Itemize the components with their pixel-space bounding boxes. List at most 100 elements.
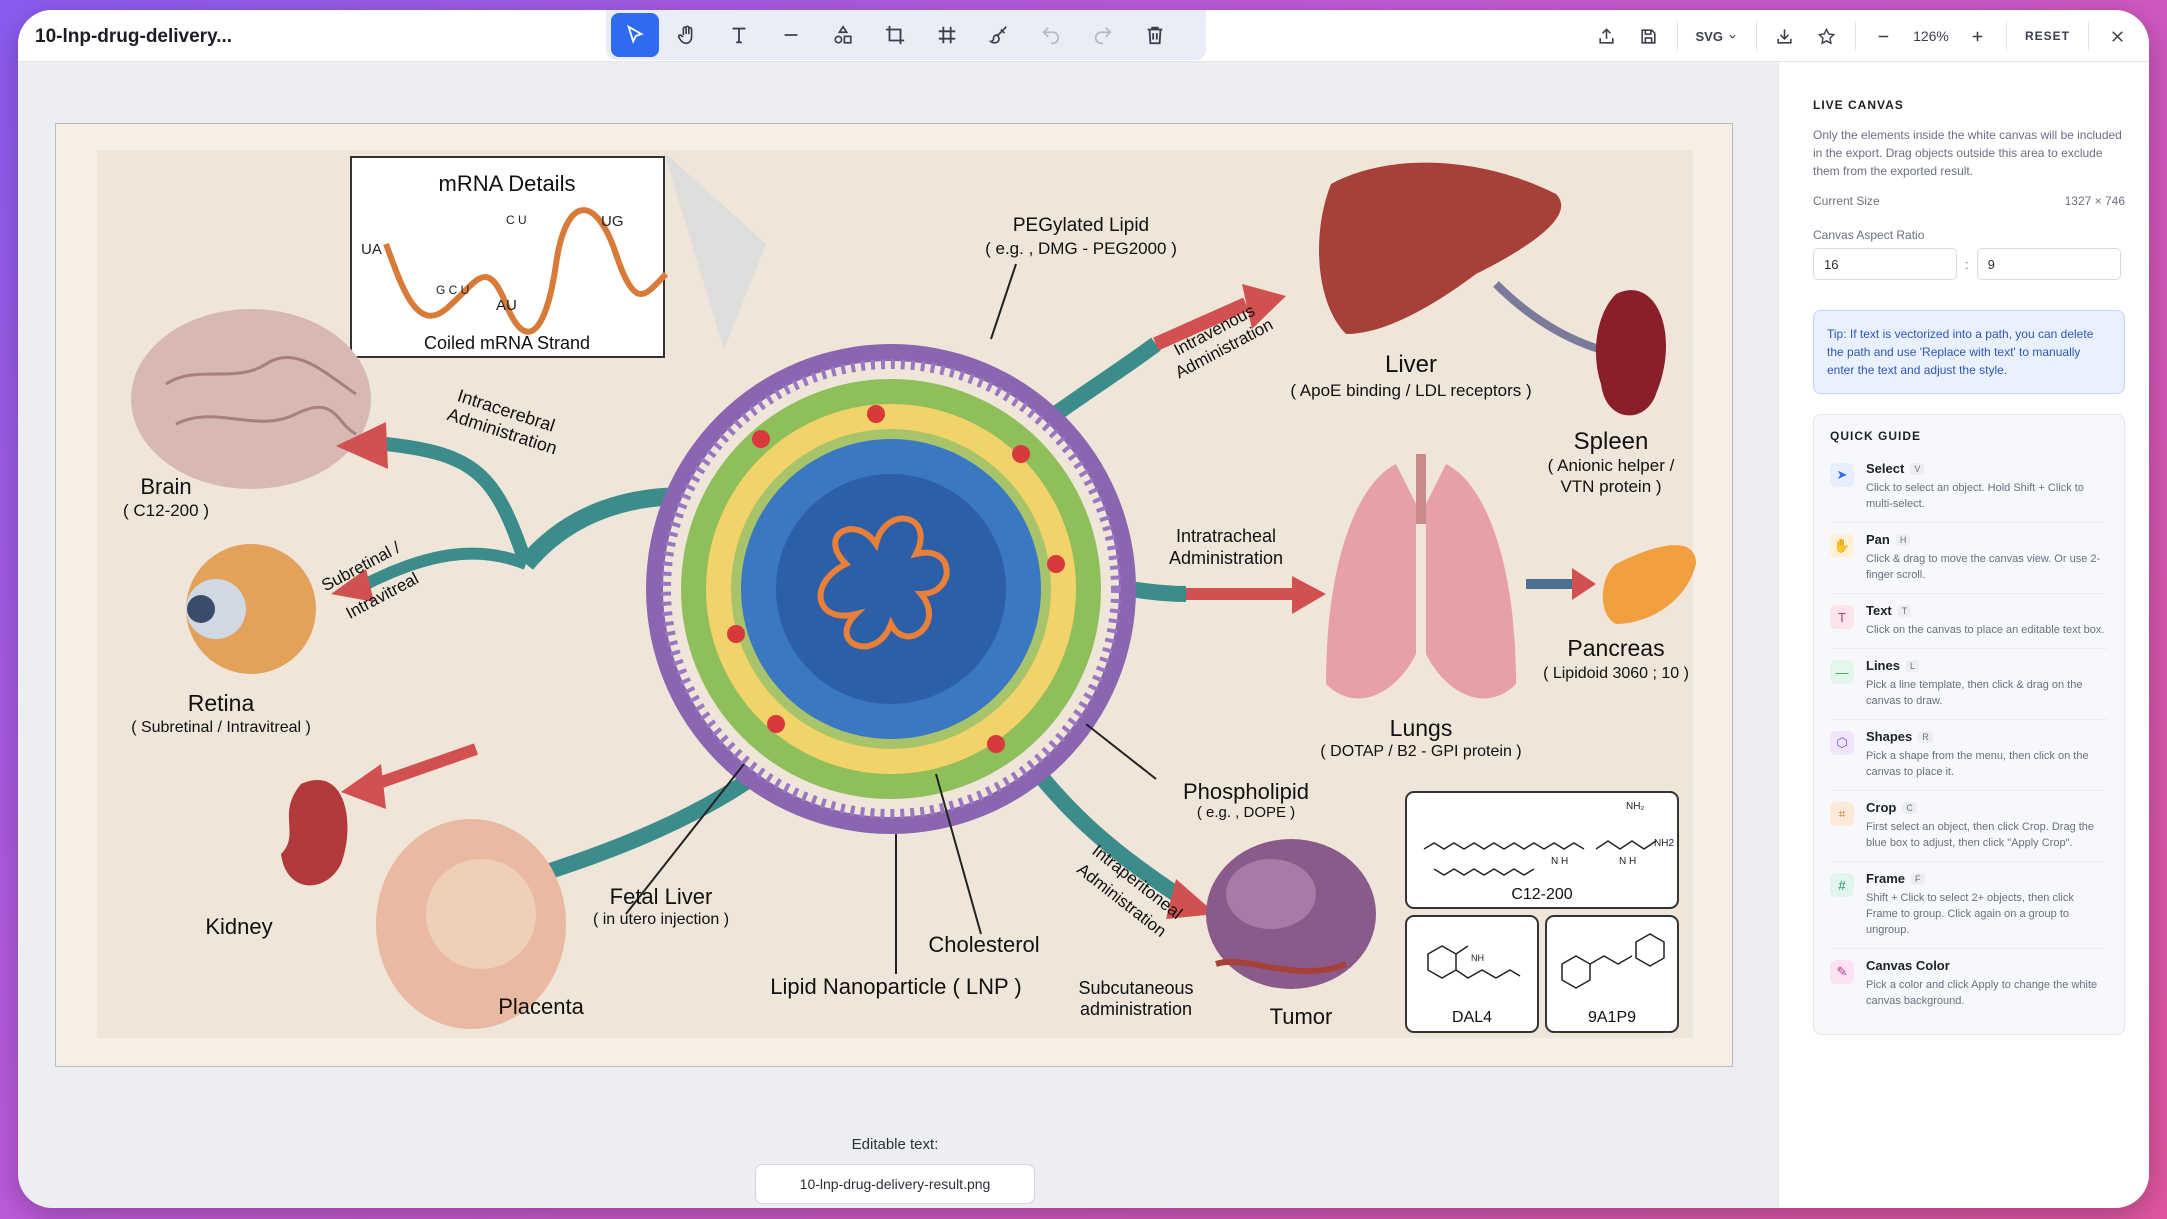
svg-text:PEGylated Lipid: PEGylated Lipid [1013,215,1149,236]
svg-text:DAL4: DAL4 [1452,1009,1492,1026]
divider [1755,21,1757,51]
close-button[interactable] [2099,18,2135,54]
guide-title: Pan [1866,532,1890,547]
text-tool-button[interactable] [715,13,763,57]
fetal-liver-label[interactable]: Fetal Liver ( in utero injection ) [593,763,745,928]
current-size-value: 1327 × 746 [2064,194,2125,208]
guide-item-canvas-color: ✎ Canvas Color Pick a color and click Ap… [1830,958,2108,1019]
intratracheal-route[interactable]: Intratracheal Administration [1169,526,1326,614]
redo-button[interactable] [1079,13,1127,57]
svg-text:Subcutaneous: Subcutaneous [1078,978,1193,998]
nucleotide-label: C U [506,213,527,227]
aspect-ratio-width-input[interactable] [1813,248,1957,280]
current-size-label: Current Size [1813,194,1880,208]
shortcut-key: H [1895,533,1911,546]
star-icon [1818,27,1836,44]
panel-description: Only the elements inside the white canva… [1813,128,2122,178]
svg-text:N H: N H [1619,856,1636,867]
guide-title: Select [1866,461,1905,476]
guide-description: Pick a line template, then click & drag … [1866,679,2083,707]
subcutaneous-label[interactable]: Subcutaneous administration [1078,978,1193,1019]
svg-text:NH2: NH2 [1654,838,1674,849]
pancreas-organ[interactable]: Pancreas ( Lipidoid 3060 ; 10 ) [1526,545,1696,682]
guide-description: Click & drag to move the canvas view. Or… [1866,553,2101,581]
peg-label[interactable]: PEGylated Lipid ( e.g. , DMG - PEG2000 ) [985,215,1177,340]
svg-text:( e.g. , DOPE ): ( e.g. , DOPE ) [1197,804,1295,821]
svg-text:( Anionic helper /: ( Anionic helper / [1548,456,1675,475]
hand-icon [677,25,693,45]
frame-icon: # [1830,873,1854,897]
crop-tool-button[interactable] [871,13,919,57]
delete-button[interactable] [1131,13,1179,57]
mrna-cargo [817,515,950,650]
minus-icon [1879,35,1889,37]
undo-button[interactable] [1027,13,1075,57]
filename-field[interactable]: 10-lnp-drug-delivery-result.png [755,1164,1035,1204]
svg-text:Brain: Brain [140,474,191,499]
lnp-drug-delivery-figure[interactable]: mRNA Details UA UG AU C U G C U Coiled m… [56,124,1732,1066]
lnp-label[interactable]: Lipid Nanoparticle ( LNP ) [770,834,1022,999]
download-button[interactable] [1767,18,1803,54]
aspect-ratio-height-input[interactable] [1976,248,2121,280]
mrna-subtitle: Coiled mRNA Strand [424,333,590,353]
svg-text:( Lipidoid 3060 ; 10 ): ( Lipidoid 3060 ; 10 ) [1543,665,1689,682]
share-button[interactable] [1589,18,1625,54]
brain-organ[interactable]: Brain ( C12-200 ) [123,309,371,520]
guide-title: Shapes [1866,729,1913,744]
zoom-out-button[interactable] [1866,18,1902,54]
editable-text-label: Editable text: [851,1136,939,1153]
shortcut-key: L [1905,659,1919,672]
shapes-icon: ⬡ [1830,731,1854,755]
live-canvas-panel: LIVE CANVAS Only the elements inside the… [1778,62,2149,1208]
download-icon [1777,28,1793,44]
svg-text:Administration: Administration [1169,548,1283,568]
canvas-color-tool-button[interactable] [975,13,1023,57]
minus-line-icon [784,34,798,36]
export-format-dropdown[interactable]: SVG [1688,29,1746,44]
svg-text:Placenta: Placenta [498,994,584,1019]
favorite-button[interactable] [1809,18,1845,54]
text-icon [732,27,746,44]
9a1p9-structure[interactable]: 9A1P9 [1545,915,1679,1033]
svg-text:Spleen: Spleen [1574,428,1649,455]
svg-text:( in utero injection ): ( in utero injection ) [593,911,729,928]
select-tool-button[interactable] [611,13,659,57]
c12-200-structure[interactable]: NH₂ NH2 N H N H C12-200 [1405,791,1679,909]
dal4-structure[interactable]: NH DAL4 [1405,915,1539,1033]
canvas-workspace[interactable]: mRNA Details UA UG AU C U G C U Coiled m… [18,62,1778,1208]
upload-icon [1599,27,1614,44]
panel-heading: LIVE CANVAS [1813,98,1904,112]
crop-icon: ⌗ [1830,802,1854,826]
zoom-in-button[interactable] [1960,18,1996,54]
placenta-organ[interactable]: Placenta [376,819,585,1029]
shortcut-key: F [1911,872,1925,885]
aspect-ratio-inputs: : [1813,248,2125,280]
line-tool-button[interactable] [767,13,815,57]
tumor-organ[interactable]: Tumor [1206,839,1376,1029]
lungs-organ[interactable]: Lungs ( DOTAP / B2 - GPI protein ) [1320,454,1522,760]
divider [2088,21,2089,51]
save-button[interactable] [1631,18,1667,54]
lnp-particle[interactable] [473,337,1187,902]
kidney-organ[interactable]: Kidney [205,743,478,939]
shortcut-key: T [1897,604,1912,617]
svg-text:NH: NH [1471,953,1484,963]
phospholipid-label[interactable]: Phospholipid ( e.g. , DOPE ) [1085,723,1309,821]
frame-tool-button[interactable] [923,13,971,57]
retina-organ[interactable]: Retina ( Subretinal / Intravitreal ) [131,544,316,736]
svg-text:N H: N H [1551,856,1568,867]
mrna-details-panel[interactable]: mRNA Details UA UG AU C U G C U Coiled m… [350,152,766,358]
guide-title: Frame [1866,871,1906,886]
tip-box: Tip: If text is vectorized into a path, … [1813,310,2125,394]
reset-button[interactable]: RESET [2024,29,2070,43]
cholesterol-label[interactable]: Cholesterol [928,773,1040,957]
spleen-organ[interactable]: Spleen ( Anionic helper / VTN protein ) [1548,290,1675,496]
pan-tool-button[interactable] [663,13,711,57]
shortcut-key: R [1918,730,1933,743]
shapes-tool-button[interactable] [819,13,867,57]
nucleotide-label: AU [496,297,517,314]
export-canvas[interactable]: mRNA Details UA UG AU C U G C U Coiled m… [55,123,1733,1067]
